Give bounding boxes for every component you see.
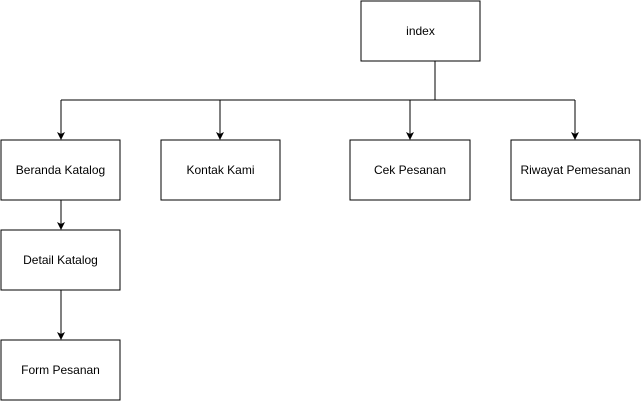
node-detail-katalog-box — [0, 229, 121, 291]
node-index-label: index — [406, 24, 435, 38]
node-kontak-kami: Kontak Kami — [160, 139, 281, 201]
node-beranda-katalog-label: Beranda Katalog — [16, 163, 105, 177]
node-index-box — [360, 0, 481, 62]
node-riwayat-pemesanan-label: Riwayat Pemesanan — [520, 163, 630, 177]
node-riwayat-pemesanan-box — [510, 139, 641, 201]
node-cek-pesanan-box — [349, 139, 471, 201]
node-riwayat-pemesanan: Riwayat Pemesanan — [510, 139, 641, 201]
node-cek-pesanan: Cek Pesanan — [349, 139, 471, 201]
node-beranda-katalog: Beranda Katalog — [0, 139, 121, 201]
node-detail-katalog-label: Detail Katalog — [23, 253, 98, 267]
node-kontak-kami-box — [160, 139, 281, 201]
node-index: index — [360, 0, 481, 62]
node-form-pesanan: Form Pesanan — [0, 339, 121, 401]
node-detail-katalog: Detail Katalog — [0, 229, 121, 291]
node-form-pesanan-box — [0, 339, 121, 401]
node-beranda-katalog-box — [0, 139, 121, 201]
node-kontak-kami-label: Kontak Kami — [186, 163, 254, 177]
node-cek-pesanan-label: Cek Pesanan — [374, 163, 446, 177]
node-form-pesanan-label: Form Pesanan — [21, 363, 100, 377]
connectors — [57, 61, 579, 340]
